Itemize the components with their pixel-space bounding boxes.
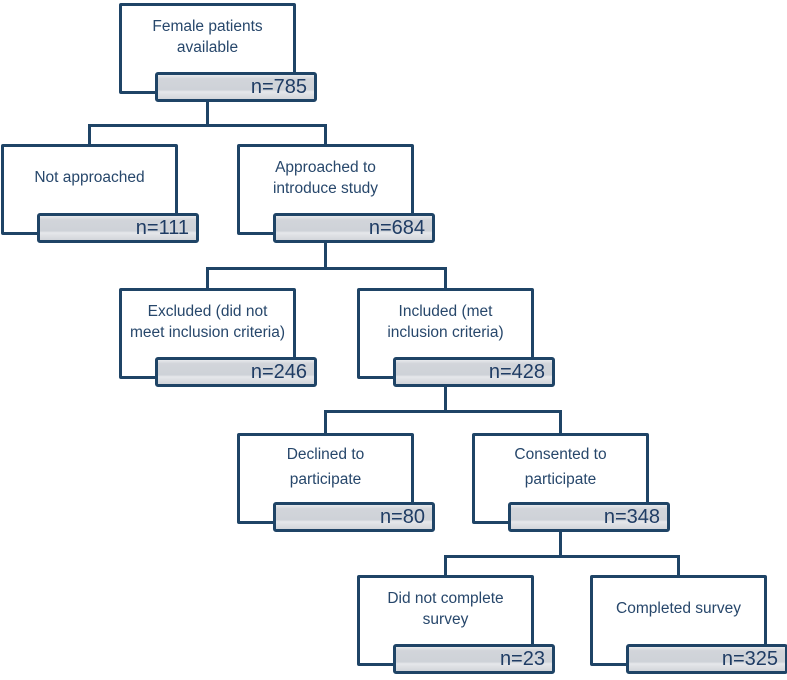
connector-stub <box>677 555 680 578</box>
node-not-approached: Not approached n=111 <box>1 144 199 243</box>
connector-rail <box>88 124 327 127</box>
connector-rail <box>444 555 680 558</box>
node-approached-to-introduce-study: Approached to introduce study n=684 <box>237 144 435 243</box>
node-label: Female patients available <box>152 18 263 56</box>
node-label: Excluded (did not meet inclusion criteri… <box>129 303 286 341</box>
node-label: Not approached <box>34 169 145 187</box>
node-label: Did not complete survey <box>387 590 504 628</box>
node-did-not-complete-survey: Did not complete survey n=23 <box>357 575 555 674</box>
count-badge: n=785 <box>155 72 317 102</box>
count-badge: n=80 <box>273 502 435 532</box>
connector-stub <box>206 94 209 127</box>
node-label: Declined to participate <box>286 446 365 488</box>
count-badge: n=325 <box>626 644 787 674</box>
connector-stub <box>559 410 562 436</box>
node-female-patients-available: Female patients available n=785 <box>119 3 317 102</box>
connector-stub <box>444 379 447 413</box>
connector-stub <box>324 235 327 270</box>
count-badge: n=246 <box>155 357 317 387</box>
connector-stub <box>559 524 562 558</box>
node-label: Consented to participate <box>514 446 607 488</box>
node-label: Approached to introduce study <box>272 159 379 197</box>
count-badge: n=111 <box>37 213 199 243</box>
node-label: Completed survey <box>616 600 741 618</box>
count-badge: n=23 <box>393 644 555 674</box>
count-badge: n=684 <box>273 213 435 243</box>
connector-stub <box>444 267 447 291</box>
connector-stub <box>324 124 327 147</box>
connector-stub <box>88 124 91 147</box>
node-declined-to-participate: Declined to participate n=80 <box>237 433 435 532</box>
connector-stub <box>324 410 327 436</box>
node-completed-survey: Completed survey n=325 <box>590 575 787 674</box>
count-badge: n=428 <box>393 357 555 387</box>
connector-rail <box>206 267 447 270</box>
count-badge: n=348 <box>508 502 670 532</box>
node-label: Included (met inclusion criteria) <box>387 303 504 341</box>
node-excluded: Excluded (did not meet inclusion criteri… <box>119 288 317 387</box>
node-consented-to-participate: Consented to participate n=348 <box>472 433 670 532</box>
connector-stub <box>206 267 209 291</box>
node-included: Included (met inclusion criteria) n=428 <box>357 288 555 387</box>
connector-rail <box>324 410 562 413</box>
connector-stub <box>444 555 447 578</box>
